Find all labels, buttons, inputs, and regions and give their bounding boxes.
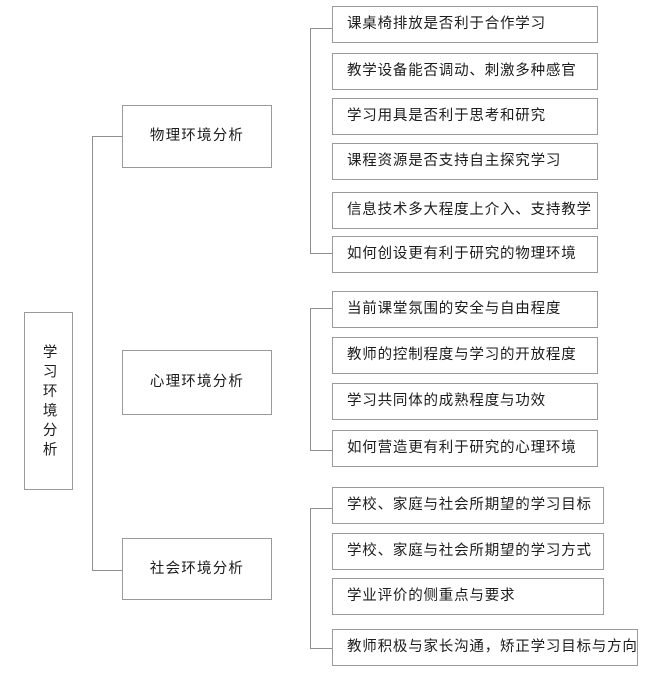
branch-2-bracket-stub-bottom (310, 450, 332, 451)
branch-node-psychological-environment[interactable]: 心理环境分析 (122, 350, 272, 415)
root-bracket-stub-bottom (92, 570, 122, 571)
branch-node-social-environment[interactable]: 社会环境分析 (122, 538, 272, 600)
leaf-node[interactable]: 学校、家庭与社会所期望的学习目标 (332, 487, 604, 524)
leaf-node[interactable]: 学习用具是否利于思考和研究 (332, 98, 598, 135)
leaf-node[interactable]: 教学设备能否调动、刺激多种感官 (332, 53, 598, 90)
branch-1-bracket-spine (310, 28, 311, 254)
branch-2-bracket-stub-top (310, 308, 332, 309)
leaf-node[interactable]: 如何营造更有利于研究的心理环境 (332, 430, 598, 467)
root-bracket-spine (92, 136, 93, 571)
leaf-node[interactable]: 学校、家庭与社会所期望的学习方式 (332, 533, 604, 570)
leaf-node[interactable]: 课桌椅排放是否利于合作学习 (332, 6, 598, 43)
leaf-node[interactable]: 当前课堂氛围的安全与自由程度 (332, 291, 598, 328)
leaf-node[interactable]: 教师的控制程度与学习的开放程度 (332, 337, 598, 374)
leaf-node[interactable]: 信息技术多大程度上介入、支持教学 (332, 192, 598, 229)
branch-3-bracket-stub-top (310, 508, 332, 509)
branch-3-bracket-stub-bottom (310, 648, 332, 649)
leaf-node[interactable]: 课程资源是否支持自主探究学习 (332, 143, 598, 180)
root-bracket-stub-top (92, 136, 122, 137)
leaf-node[interactable]: 如何创设更有利于研究的物理环境 (332, 236, 598, 273)
leaf-node[interactable]: 学习共同体的成熟程度与功效 (332, 383, 598, 420)
leaf-node[interactable]: 教师积极与家长沟通，矫正学习目标与方向 (332, 629, 638, 666)
root-node-learning-environment-analysis[interactable]: 学习环境分析 (24, 312, 73, 490)
leaf-node[interactable]: 学业评价的侧重点与要求 (332, 578, 604, 615)
branch-3-bracket-spine (310, 508, 311, 649)
branch-1-bracket-stub-bottom (310, 253, 332, 254)
branch-1-bracket-stub-top (310, 28, 332, 29)
branch-2-bracket-spine (310, 308, 311, 451)
branch-node-physical-environment[interactable]: 物理环境分析 (122, 105, 272, 168)
